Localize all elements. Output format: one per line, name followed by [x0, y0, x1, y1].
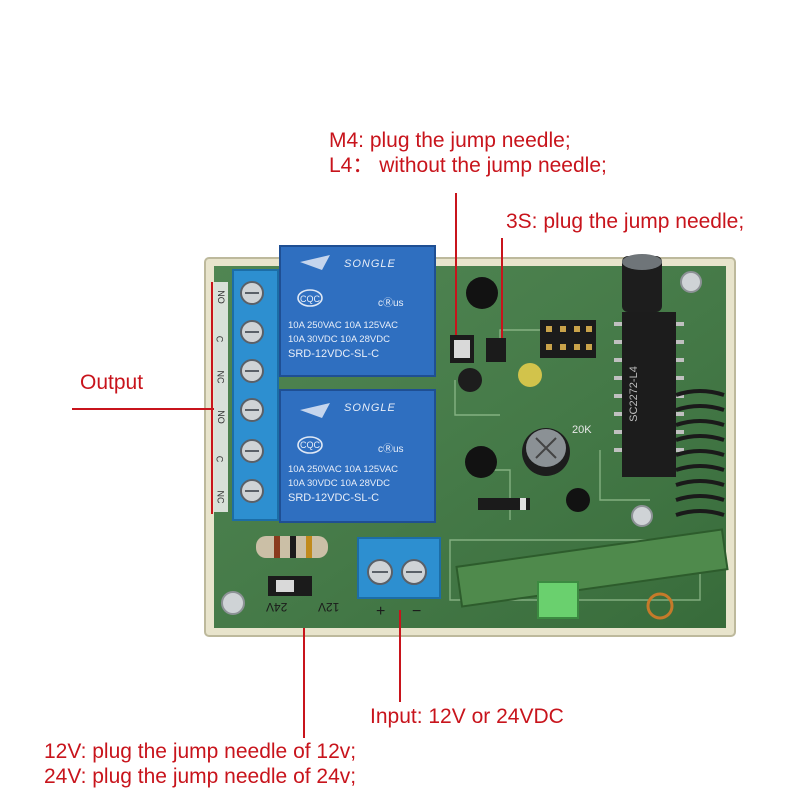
relay-1-model: SRD-12VDC-SL-C: [288, 348, 380, 360]
capacitor-middle: [522, 428, 570, 476]
output-terminal-block: [232, 269, 279, 521]
relay-2-cert-right: cⓇus: [378, 444, 404, 455]
input-plus-label: +: [376, 603, 386, 620]
jumper-3s: [486, 338, 506, 362]
relay-2-spec-2: 10A 30VDC 10A 28VDC: [288, 478, 390, 489]
relay-2-cert-left: CQC: [300, 440, 320, 450]
relay-1-cert-left: CQC: [300, 294, 320, 304]
annotation-12v: 12V: plug the jump needle of 12v;: [44, 740, 357, 763]
terminal-label: NC: [215, 370, 226, 384]
input-pointer-line: [399, 610, 401, 702]
relay-1-spec-2: 10A 30VDC 10A 28VDC: [288, 334, 390, 345]
capacitor-small: [458, 363, 542, 392]
relay-2-model: SRD-12VDC-SL-C: [288, 492, 380, 504]
input-minus-label: −: [412, 603, 422, 620]
annotation-3s: 3S: plug the jump needle;: [506, 210, 745, 233]
terminal-label: C: [214, 335, 225, 343]
relay-1-body: [279, 245, 436, 377]
annotation-m4: M4: plug the jump needle;: [329, 129, 571, 152]
transistor-lower: [465, 446, 497, 478]
terminal-label: NO: [215, 410, 226, 424]
annotation-input: Input: 12V or 24VDC: [370, 705, 564, 728]
transistor-top: [466, 277, 498, 309]
antenna-coil: [675, 389, 725, 517]
relay-1-cert-right: cⓇus: [378, 298, 404, 309]
annotation-output: Output: [80, 371, 144, 394]
s3-pointer-line: [501, 238, 503, 338]
terminal-label: NO: [215, 290, 226, 304]
resistor-bottom: [256, 536, 328, 558]
output-pointer-line: [72, 408, 214, 410]
relay-1-brand: SONGLE: [344, 258, 396, 270]
relay-2-spec-1: 10A 250VAC 10A 125VAC: [288, 464, 399, 475]
jumper-label-24v: 24V: [266, 600, 288, 614]
rf-receiver-module: [455, 528, 729, 608]
header-pins: [540, 320, 596, 358]
capacitor-top-right: [622, 254, 662, 312]
chip-label: SC2272-L4: [627, 366, 640, 422]
terminal-label: C: [214, 455, 225, 463]
diode: [478, 498, 530, 510]
resistor-label: 20K: [572, 424, 592, 436]
voltage-pointer-line: [303, 628, 305, 738]
copper-coil: [646, 592, 674, 620]
terminal-labels: NO C NC NO C NC: [213, 282, 229, 512]
annotation-24v: 24V: plug the jump needle of 24v;: [44, 765, 357, 788]
mounting-screws: [221, 271, 702, 615]
relay-2-brand: SONGLE: [344, 402, 396, 414]
terminal-label: NC: [215, 490, 226, 504]
annotation-l4: L4： without the jump needle;: [329, 154, 607, 177]
relay-1-spec-1: 10A 250VAC 10A 125VAC: [288, 320, 399, 331]
inductor-coil: [537, 581, 579, 619]
decoder-chip: [622, 312, 676, 477]
m4-pointer-line: [455, 193, 457, 335]
jumper-label-12v: 12V: [318, 600, 340, 614]
output-bracket: [211, 282, 213, 514]
